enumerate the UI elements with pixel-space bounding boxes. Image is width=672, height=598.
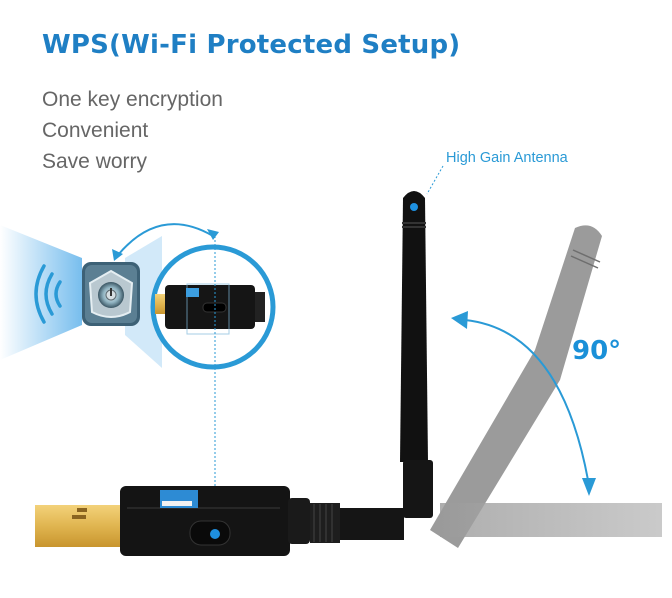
wps-key-button-icon xyxy=(82,262,140,326)
curved-double-arrow-icon xyxy=(112,223,219,261)
ghost-antenna xyxy=(430,225,662,549)
antenna-callout-label: High Gain Antenna xyxy=(446,150,568,166)
rotation-angle-label: 90° xyxy=(572,336,622,366)
page-title: WPS(Wi-Fi Protected Setup) xyxy=(42,30,461,60)
feature-item: Save worry xyxy=(42,150,148,173)
feature-list: One key encryption Convenient Save worry xyxy=(42,84,223,177)
usb-adapter xyxy=(35,486,404,556)
rotation-arrow-icon xyxy=(451,311,596,496)
high-gain-antenna xyxy=(400,191,433,518)
antenna-callout-line xyxy=(426,165,444,195)
feature-item: Convenient xyxy=(42,119,149,142)
feature-item: One key encryption xyxy=(42,88,223,111)
magnifier-circle xyxy=(150,244,276,370)
wifi-signal-waves-icon xyxy=(34,264,62,324)
